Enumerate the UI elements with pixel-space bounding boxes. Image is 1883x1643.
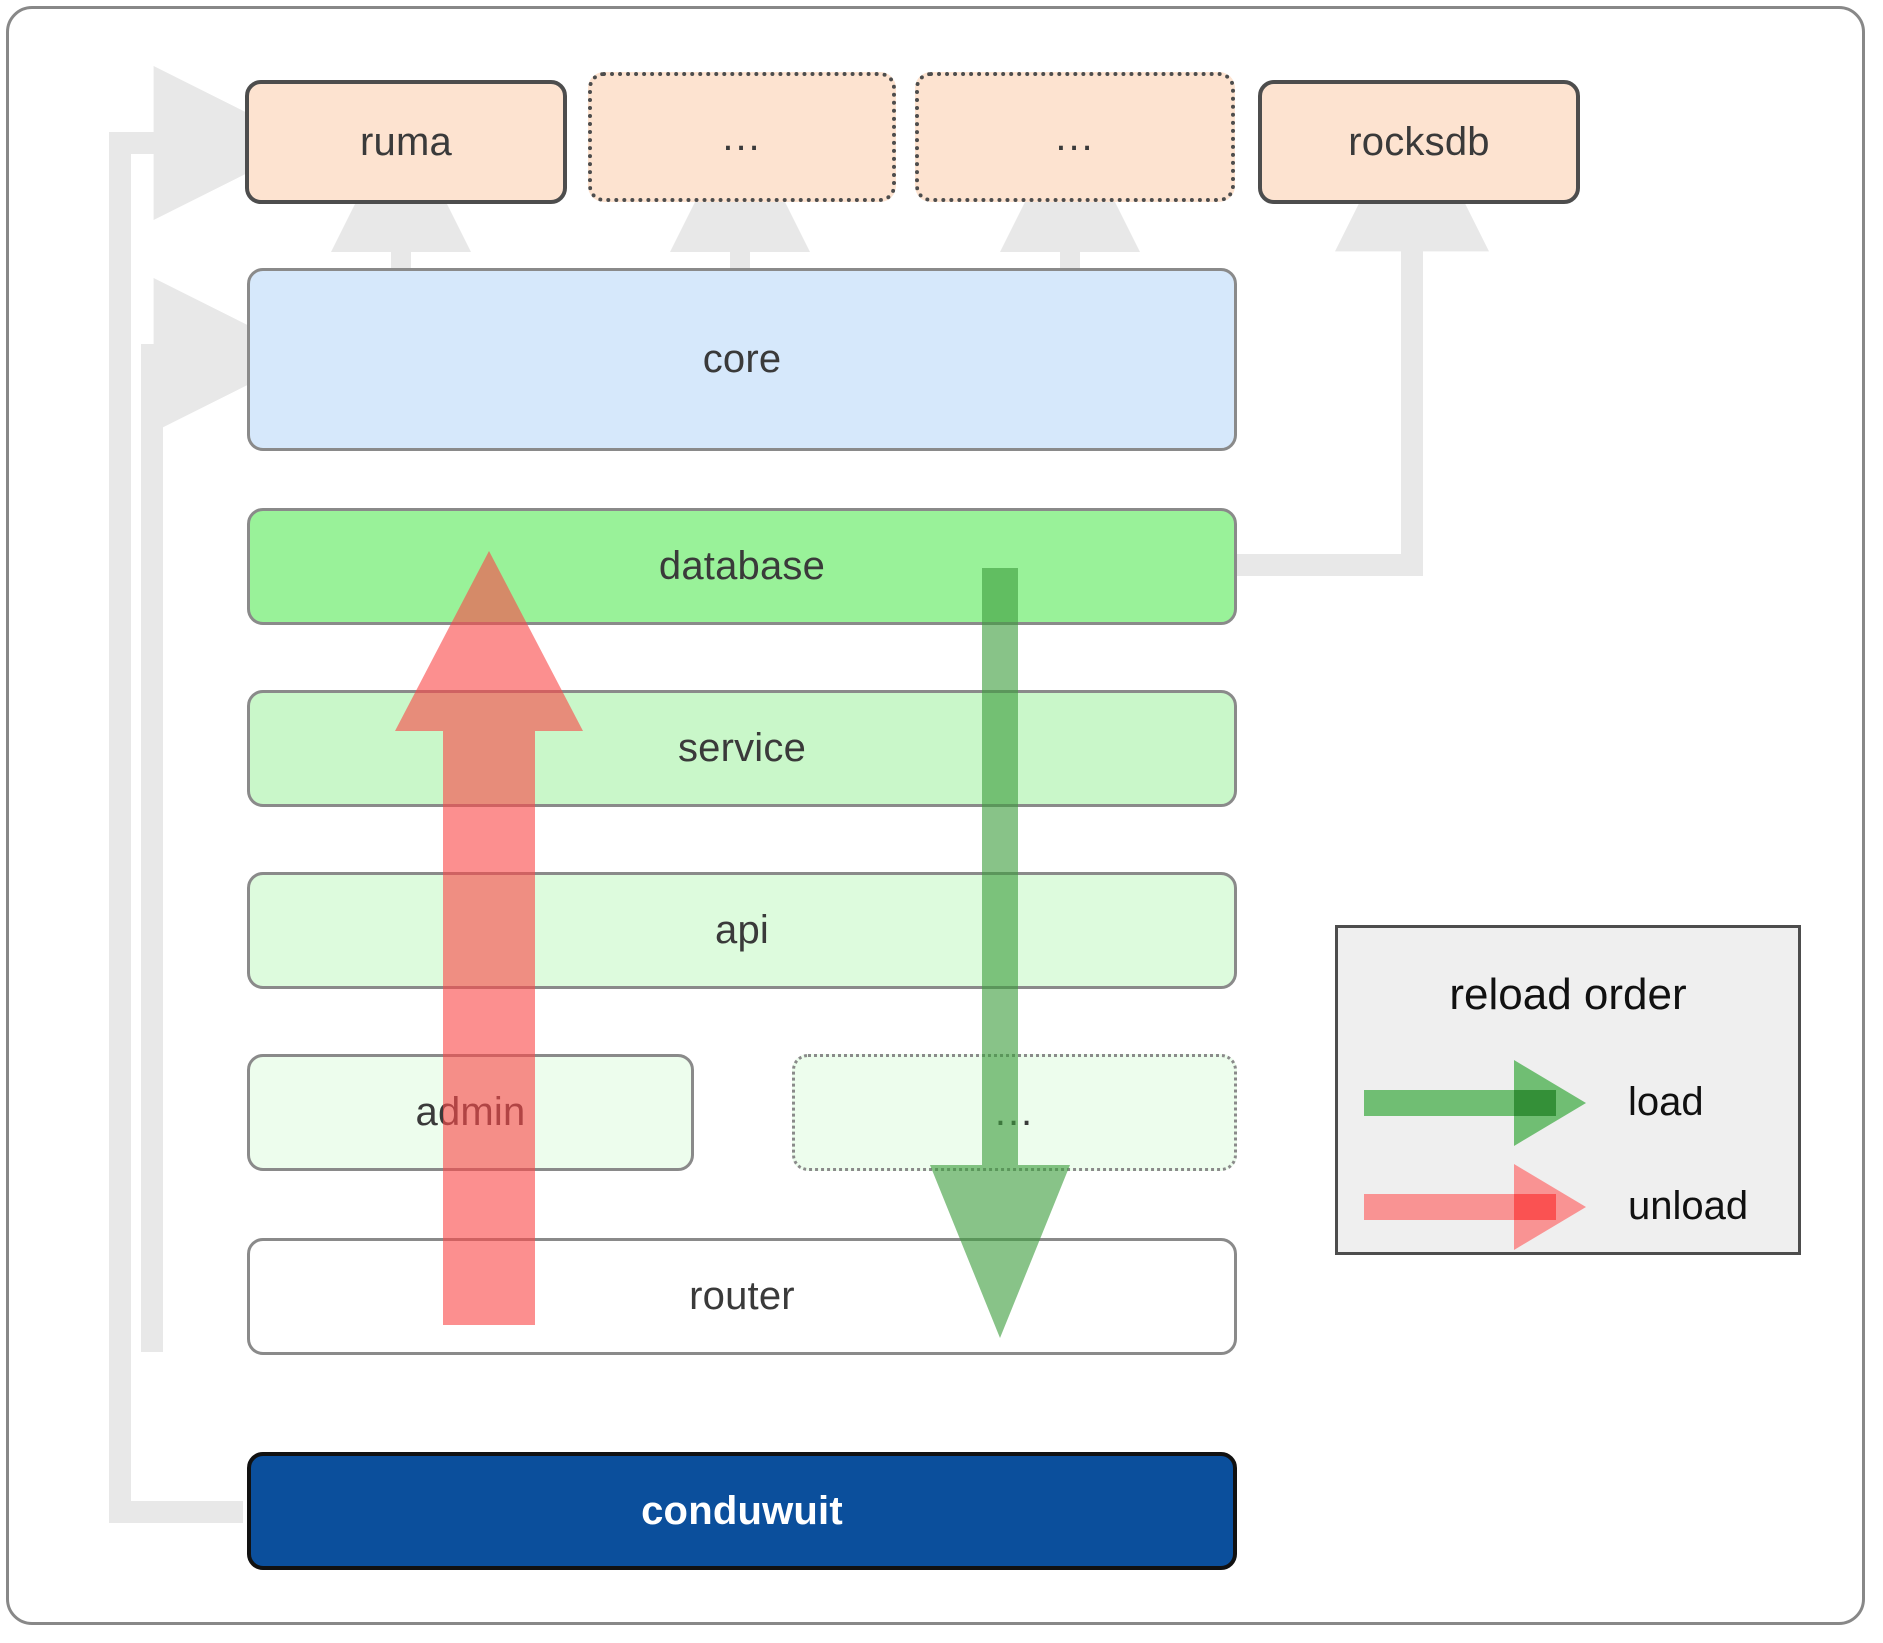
- layer-core[interactable]: core: [247, 268, 1237, 451]
- root-node-conduwuit-label: conduwuit: [641, 1488, 843, 1533]
- layer-core-label: core: [702, 337, 782, 381]
- layer-api[interactable]: api: [247, 872, 1237, 989]
- root-node-conduwuit[interactable]: conduwuit: [247, 1452, 1237, 1570]
- legend-unload-label: unload: [1628, 1184, 1749, 1228]
- layer-admin[interactable]: admin: [247, 1054, 694, 1171]
- layer-router-label: router: [689, 1274, 795, 1318]
- layer-more-label: ...: [994, 1090, 1035, 1134]
- legend-load-label: load: [1628, 1080, 1704, 1124]
- diagram-frame: [6, 6, 1865, 1625]
- legend-panel: reload order load unload: [1335, 925, 1801, 1255]
- layer-more[interactable]: ...: [792, 1054, 1237, 1171]
- legend-row-load: load: [1338, 1058, 1798, 1148]
- dep-node-dep-a-label: ...: [722, 114, 762, 159]
- layer-admin-label: admin: [415, 1090, 526, 1134]
- layer-database[interactable]: database: [247, 508, 1237, 625]
- dep-node-ruma-label: ruma: [360, 119, 452, 164]
- dep-node-dep-b[interactable]: ...: [915, 72, 1235, 202]
- dep-node-rocksdb-label: rocksdb: [1348, 119, 1490, 164]
- dep-node-dep-a[interactable]: ...: [588, 72, 896, 202]
- legend-unload-arrow-icon: [1364, 1164, 1586, 1250]
- layer-service-label: service: [677, 726, 807, 770]
- legend-row-unload: unload: [1338, 1162, 1798, 1252]
- legend-title: reload order: [1449, 970, 1687, 1019]
- dep-node-dep-b-label: ...: [1055, 114, 1095, 159]
- layer-service[interactable]: service: [247, 690, 1237, 807]
- legend-load-arrow-icon: [1364, 1060, 1586, 1146]
- dep-node-ruma[interactable]: ruma: [245, 80, 567, 204]
- layer-router[interactable]: router: [247, 1238, 1237, 1355]
- layer-database-label: database: [658, 544, 826, 588]
- dep-node-rocksdb[interactable]: rocksdb: [1258, 80, 1580, 204]
- layer-api-label: api: [715, 908, 769, 952]
